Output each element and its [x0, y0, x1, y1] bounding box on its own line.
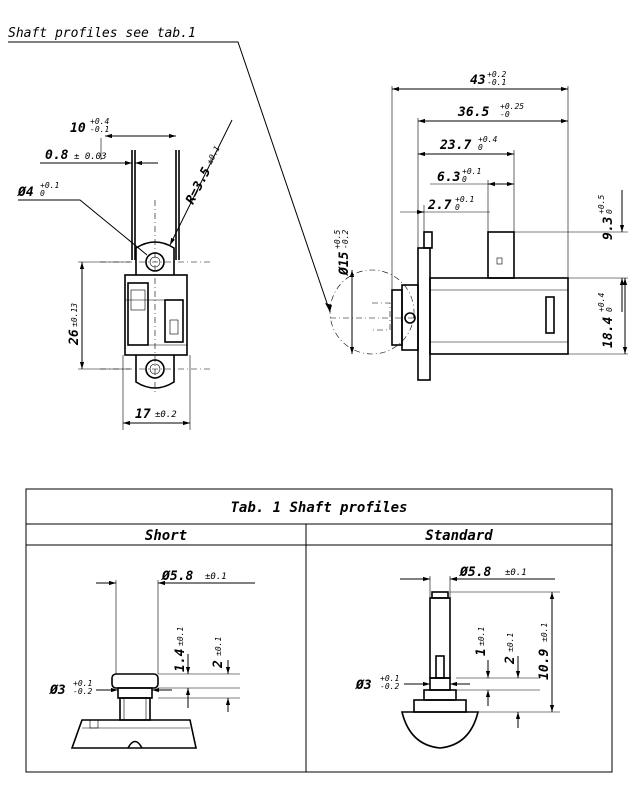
- dim-17-tol: ±0.2: [155, 410, 177, 420]
- short-dim-d3-tol-dn: -0.2: [73, 687, 92, 696]
- dim-10-tol-dn: -0.1: [90, 125, 109, 134]
- dim-10-value: 10: [70, 121, 86, 136]
- callout-text: Shaft profiles see tab.1: [8, 26, 196, 41]
- std-dim-d58-value: Ø5.8: [459, 565, 491, 580]
- dim-r35-tol: ±0.1: [205, 145, 222, 166]
- dim-18.4-tol-up: +0.4: [597, 293, 606, 312]
- dim-d4-tol-dn: 0: [40, 189, 45, 198]
- std-dim-10.9-value: 10.9: [537, 649, 552, 680]
- short-shaft-profile: Ø5.8 ±0.1 1.4 ±0.1 2 ±0.1 Ø3 +0.1 -0.2: [49, 569, 255, 749]
- dim-6.3-tol-up: +0.1: [462, 167, 481, 176]
- dim-2.7-tol-dn: 0: [455, 203, 460, 212]
- short-dim-d58-value: Ø5.8: [161, 569, 193, 584]
- dim-d4-value: Ø4: [17, 185, 34, 200]
- dim-43-value: 43: [470, 73, 486, 88]
- dim-9.3-tol-up: +0.5: [597, 195, 606, 214]
- std-dim-1-tol: ±0.1: [477, 627, 486, 646]
- dim-23.7-tol-up: +0.4: [478, 135, 497, 144]
- short-dim-2-tol: ±0.1: [214, 637, 223, 656]
- dim-6.3-tol-dn: 0: [462, 175, 467, 184]
- std-dim-1-value: 1: [474, 648, 489, 656]
- side-view: 43 +0.2 -0.1 36.5 +0.25 -0 23.7 +0.4 0 6…: [329, 70, 628, 381]
- dim-9.3-value: 9.3: [601, 216, 616, 240]
- dim-36.5-tol-dn: -0: [500, 110, 510, 119]
- dim-6.3-value: 6.3: [437, 170, 461, 185]
- dim-18.4-tol-dn: 0: [605, 307, 614, 312]
- dim-d15-value: Ø15: [337, 251, 352, 276]
- table-col-standard: Standard: [425, 528, 493, 544]
- dim-43-tol-up: +0.2: [487, 70, 506, 79]
- dim-0.8-value: 0.8: [45, 148, 69, 163]
- table-col-short: Short: [145, 528, 187, 544]
- dim-d15-tol-up: +0.5: [333, 230, 342, 249]
- std-dim-2-value: 2: [503, 656, 518, 665]
- dim-23.7-value: 23.7: [439, 138, 471, 153]
- dim-23.7-tol-dn: 0: [478, 143, 483, 152]
- std-dim-2-tol: ±0.1: [506, 633, 515, 652]
- dim-36.5-tol-up: +0.25: [500, 102, 524, 111]
- dim-2.7-value: 2.7: [427, 198, 452, 213]
- dim-17-value: 17: [135, 407, 151, 422]
- dim-0.8-tol: ± 0.03: [74, 152, 107, 162]
- dim-9.3-tol-dn: 0: [605, 209, 614, 214]
- dim-d15-tol-dn: -0.2: [341, 230, 350, 249]
- shaft-profiles-table: Tab. 1 Shaft profiles Short Standard: [25, 488, 613, 773]
- short-dim-d3-value: Ø3: [49, 683, 66, 698]
- dim-26-tol: ±0.13: [70, 303, 79, 327]
- standard-shaft-profile: Ø5.8 ±0.1 1 ±0.1 2 ±0.1 10.9 ±0.1 Ø3 +0.…: [355, 565, 560, 749]
- table-title: Tab. 1 Shaft profiles: [230, 500, 407, 516]
- std-dim-d3-value: Ø3: [355, 678, 372, 693]
- callout-leader: [8, 41, 331, 313]
- dim-43-tol-dn: -0.1: [487, 78, 506, 87]
- dim-36.5-value: 36.5: [457, 105, 489, 120]
- dim-26-value: 26: [67, 329, 82, 346]
- std-dim-10.9-tol: ±0.1: [540, 623, 549, 642]
- dim-r35-value: R=3.5: [183, 165, 214, 207]
- short-dim-d3-tol-up: +0.1: [73, 679, 92, 688]
- dim-10-tol-up: +0.4: [90, 117, 109, 126]
- std-dim-d58-tol: ±0.1: [505, 568, 527, 578]
- short-dim-2-value: 2: [211, 660, 226, 669]
- std-dim-d3-tol-up: +0.1: [380, 674, 399, 683]
- short-dim-d58-tol: ±0.1: [205, 572, 227, 582]
- front-view: 10 +0.4 -0.1 0.8 ± 0.03 Ø4 +0.1 0 R=3.5 …: [17, 117, 233, 430]
- dim-18.4-value: 18.4: [601, 317, 616, 348]
- short-dim-1.4-tol: ±0.1: [176, 627, 185, 646]
- dim-2.7-tol-up: +0.1: [455, 195, 474, 204]
- std-dim-d3-tol-dn: -0.2: [380, 682, 399, 691]
- dim-d4-tol-up: +0.1: [40, 181, 59, 190]
- short-dim-1.4-value: 1.4: [173, 648, 188, 672]
